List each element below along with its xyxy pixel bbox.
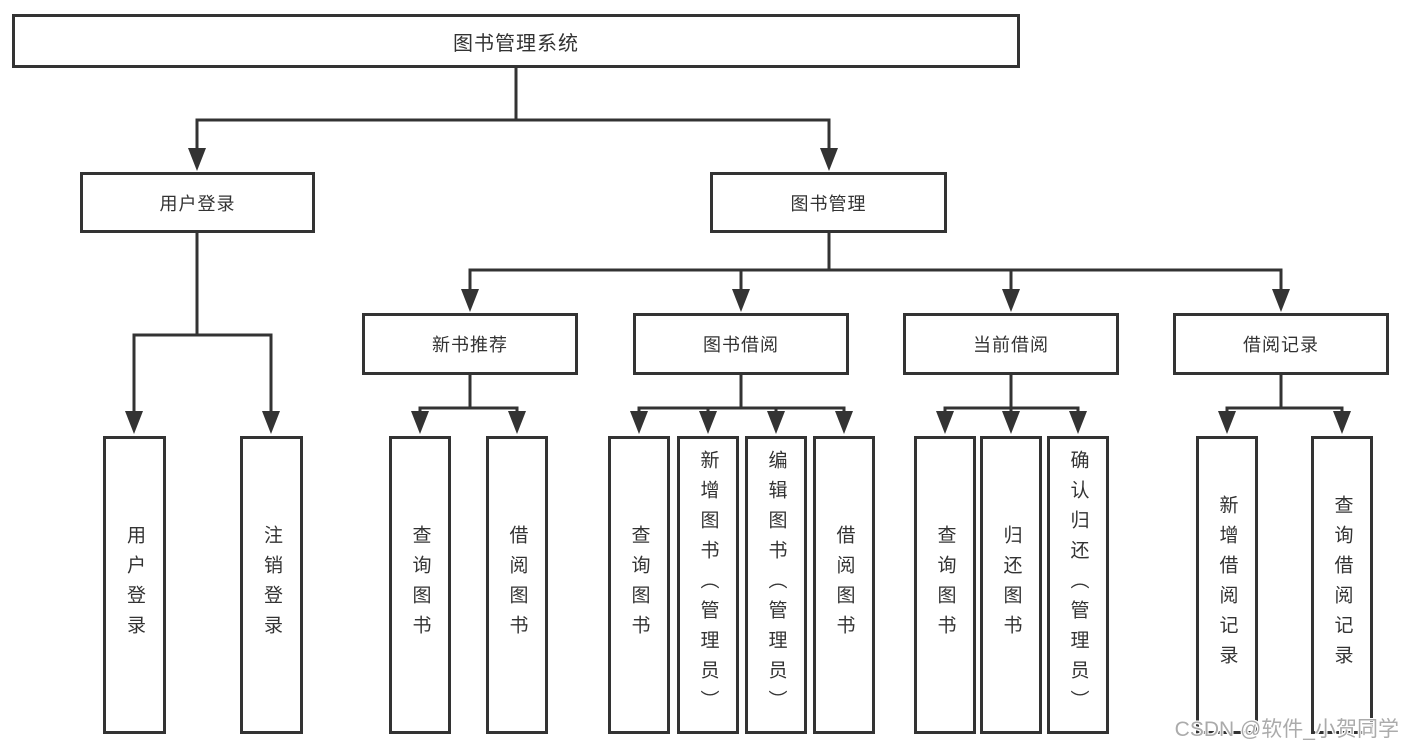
node-label: 图书管理系统: [453, 32, 579, 55]
node-label: 编辑图书（管理员）: [765, 450, 787, 720]
node-label: 借阅记录: [1243, 335, 1319, 355]
node-label: 借阅图书: [833, 525, 855, 645]
node-label: 新增图书（管理员）: [697, 450, 719, 720]
node-book-management: 图书管理: [710, 172, 947, 233]
leaf-borrow-books: 借阅图书: [813, 436, 875, 734]
csdn-watermark: CSDN @软件_小贺同学: [1174, 718, 1399, 741]
leaf-query-books-current: 查询图书: [914, 436, 976, 734]
node-label: 图书借阅: [703, 335, 779, 355]
node-label: 图书管理: [790, 193, 867, 214]
leaf-user-login: 用户登录: [103, 436, 166, 734]
node-label: 查询图书: [934, 525, 956, 645]
node-label: 查询图书: [409, 525, 431, 645]
leaf-return-books: 归还图书: [980, 436, 1042, 734]
leaf-edit-books-admin: 编辑图书（管理员）: [745, 436, 807, 734]
node-new-book-recommendation: 新书推荐: [362, 313, 578, 375]
node-label: 用户登录: [159, 193, 236, 214]
node-label: 查询图书: [628, 525, 650, 645]
node-label: 归还图书: [1000, 525, 1022, 645]
node-borrowing-records: 借阅记录: [1173, 313, 1389, 375]
node-book-borrowing: 图书借阅: [633, 313, 849, 375]
node-label: 用户登录: [124, 525, 145, 645]
leaf-confirm-return-admin: 确认归还（管理员）: [1047, 436, 1109, 734]
leaf-borrow-books-recommend: 借阅图书: [486, 436, 548, 734]
leaf-add-books-admin: 新增图书（管理员）: [677, 436, 739, 734]
node-user-login: 用户登录: [80, 172, 315, 233]
leaf-query-borrow-record: 查询借阅记录: [1311, 436, 1373, 734]
node-label: 当前借阅: [973, 335, 1049, 355]
leaf-logout: 注销登录: [240, 436, 303, 734]
leaf-query-books-recommend: 查询图书: [389, 436, 451, 734]
node-label: 新书推荐: [432, 335, 508, 355]
leaf-add-borrow-record: 新增借阅记录: [1196, 436, 1258, 734]
node-label: 查询借阅记录: [1331, 495, 1353, 675]
leaf-query-books-borrow: 查询图书: [608, 436, 670, 734]
node-label: 注销登录: [261, 525, 282, 645]
node-label: 确认归还（管理员）: [1067, 450, 1089, 720]
node-label: 新增借阅记录: [1216, 495, 1238, 675]
node-library-management-system: 图书管理系统: [12, 14, 1020, 68]
node-current-borrowing: 当前借阅: [903, 313, 1119, 375]
node-label: 借阅图书: [506, 525, 528, 645]
